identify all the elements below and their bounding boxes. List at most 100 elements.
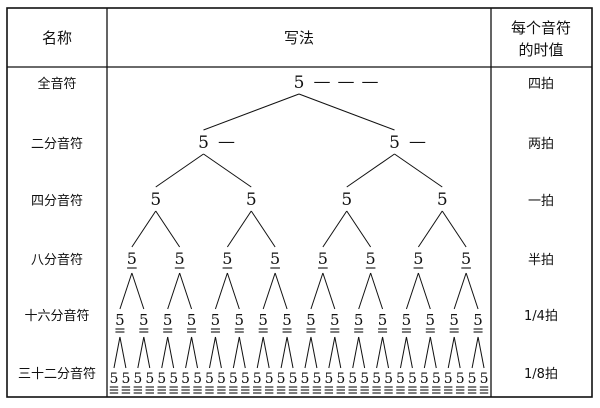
tree-connector: [322, 272, 336, 310]
row-duration-half: 两拍: [528, 137, 554, 152]
note-digit: 5: [222, 249, 232, 268]
note-dash: —: [314, 72, 331, 92]
header-duration-line1: 每个音符: [511, 19, 571, 37]
note-digit: 5: [420, 371, 429, 387]
row-name-thirtysecond: 三十二分音符: [18, 366, 96, 382]
tree-connector: [286, 336, 294, 369]
note-digit: 5: [413, 249, 423, 268]
tree-connector: [423, 336, 431, 369]
tree-connector: [376, 336, 384, 369]
tree-connector: [143, 336, 151, 369]
note-digit: 5: [205, 371, 214, 387]
note-digit: 5: [277, 371, 286, 387]
row-duration-whole: 四拍: [528, 77, 554, 92]
tree-connector: [471, 336, 479, 369]
tree-connector: [447, 336, 455, 369]
tree-connector: [352, 336, 360, 369]
tree-connector: [334, 336, 342, 369]
note-digit: 5: [133, 371, 142, 387]
tree-connector: [113, 336, 121, 369]
note-dash: —: [338, 72, 355, 92]
note-digit: 5: [110, 371, 119, 387]
tree-connector: [167, 336, 175, 369]
tree-connector: [304, 336, 312, 369]
note-digit: 5: [211, 311, 221, 329]
tree-connector: [191, 336, 199, 369]
tree-connector: [399, 336, 407, 369]
tree-connector: [214, 336, 222, 369]
note-digit: 5: [473, 311, 483, 329]
tree-connector: [131, 210, 157, 248]
tree-connector: [310, 272, 324, 310]
tree-connector: [262, 336, 270, 369]
note-digit: 5: [198, 133, 209, 153]
note-digit: 5: [253, 371, 262, 387]
note-digit: 5: [150, 190, 161, 210]
note-digit: 5: [318, 249, 328, 268]
tree-connector: [167, 272, 181, 310]
tree-connector: [137, 336, 145, 369]
note-digit: 5: [127, 249, 137, 268]
note-digit: 5: [480, 371, 489, 387]
tree-connector: [203, 153, 252, 188]
note-digit: 5: [408, 371, 417, 387]
note-digit: 5: [456, 371, 465, 387]
tree-connector: [328, 336, 336, 369]
tree-connector: [453, 272, 467, 310]
tree-connector: [214, 272, 228, 310]
tree-connector: [429, 336, 437, 369]
note-digit: 5: [169, 371, 178, 387]
tree-connector: [405, 336, 413, 369]
tree-connector: [119, 336, 127, 369]
tree-connector: [155, 210, 181, 248]
tree-connector: [280, 336, 288, 369]
note-digit: 5: [378, 311, 388, 329]
note-digit: 5: [336, 371, 345, 387]
tree-connector: [250, 210, 276, 248]
tree-connector: [417, 272, 431, 310]
table-frame: [6, 7, 593, 398]
tree-connector: [394, 153, 443, 188]
note-digit: 5: [246, 190, 257, 210]
tree-connector: [161, 336, 169, 369]
tree-connector: [346, 153, 395, 188]
tree-connector: [322, 210, 348, 248]
note-digit: 5: [432, 371, 441, 387]
note-digit: 5: [372, 371, 381, 387]
tree-connector: [477, 336, 485, 369]
note-digit: 5: [175, 249, 185, 268]
note-dash: —: [218, 132, 235, 152]
note-dash: —: [362, 72, 379, 92]
note-digit: 5: [444, 371, 453, 387]
note-digit: 5: [384, 371, 393, 387]
tree-connector: [238, 336, 246, 369]
note-digit: 5: [301, 371, 310, 387]
tree-connector: [155, 153, 204, 188]
note-digit: 5: [341, 190, 352, 210]
tree-connector: [131, 272, 145, 310]
note-digit: 5: [187, 311, 197, 329]
row-duration-eighth: 半拍: [528, 253, 554, 268]
note-digit: 5: [235, 311, 245, 329]
note-digit: 5: [330, 311, 340, 329]
tree-connector: [358, 336, 366, 369]
note-digit: 5: [282, 311, 292, 329]
row-name-whole: 全音符: [37, 76, 76, 92]
tree-connector: [179, 272, 193, 310]
row-duration-quarter: 一拍: [528, 194, 554, 209]
tree-connector: [203, 93, 300, 131]
tree-connector: [185, 336, 193, 369]
note-digit: 5: [360, 371, 369, 387]
header-name: 名称: [42, 29, 72, 47]
note-digit: 5: [145, 371, 154, 387]
note-digit: 5: [115, 311, 125, 329]
tree-connector: [382, 336, 390, 369]
note-digit: 5: [402, 311, 412, 329]
tree-connector: [370, 272, 384, 310]
tree-connector: [441, 210, 467, 248]
note-digit: 5: [312, 371, 321, 387]
tree-connector: [417, 210, 443, 248]
